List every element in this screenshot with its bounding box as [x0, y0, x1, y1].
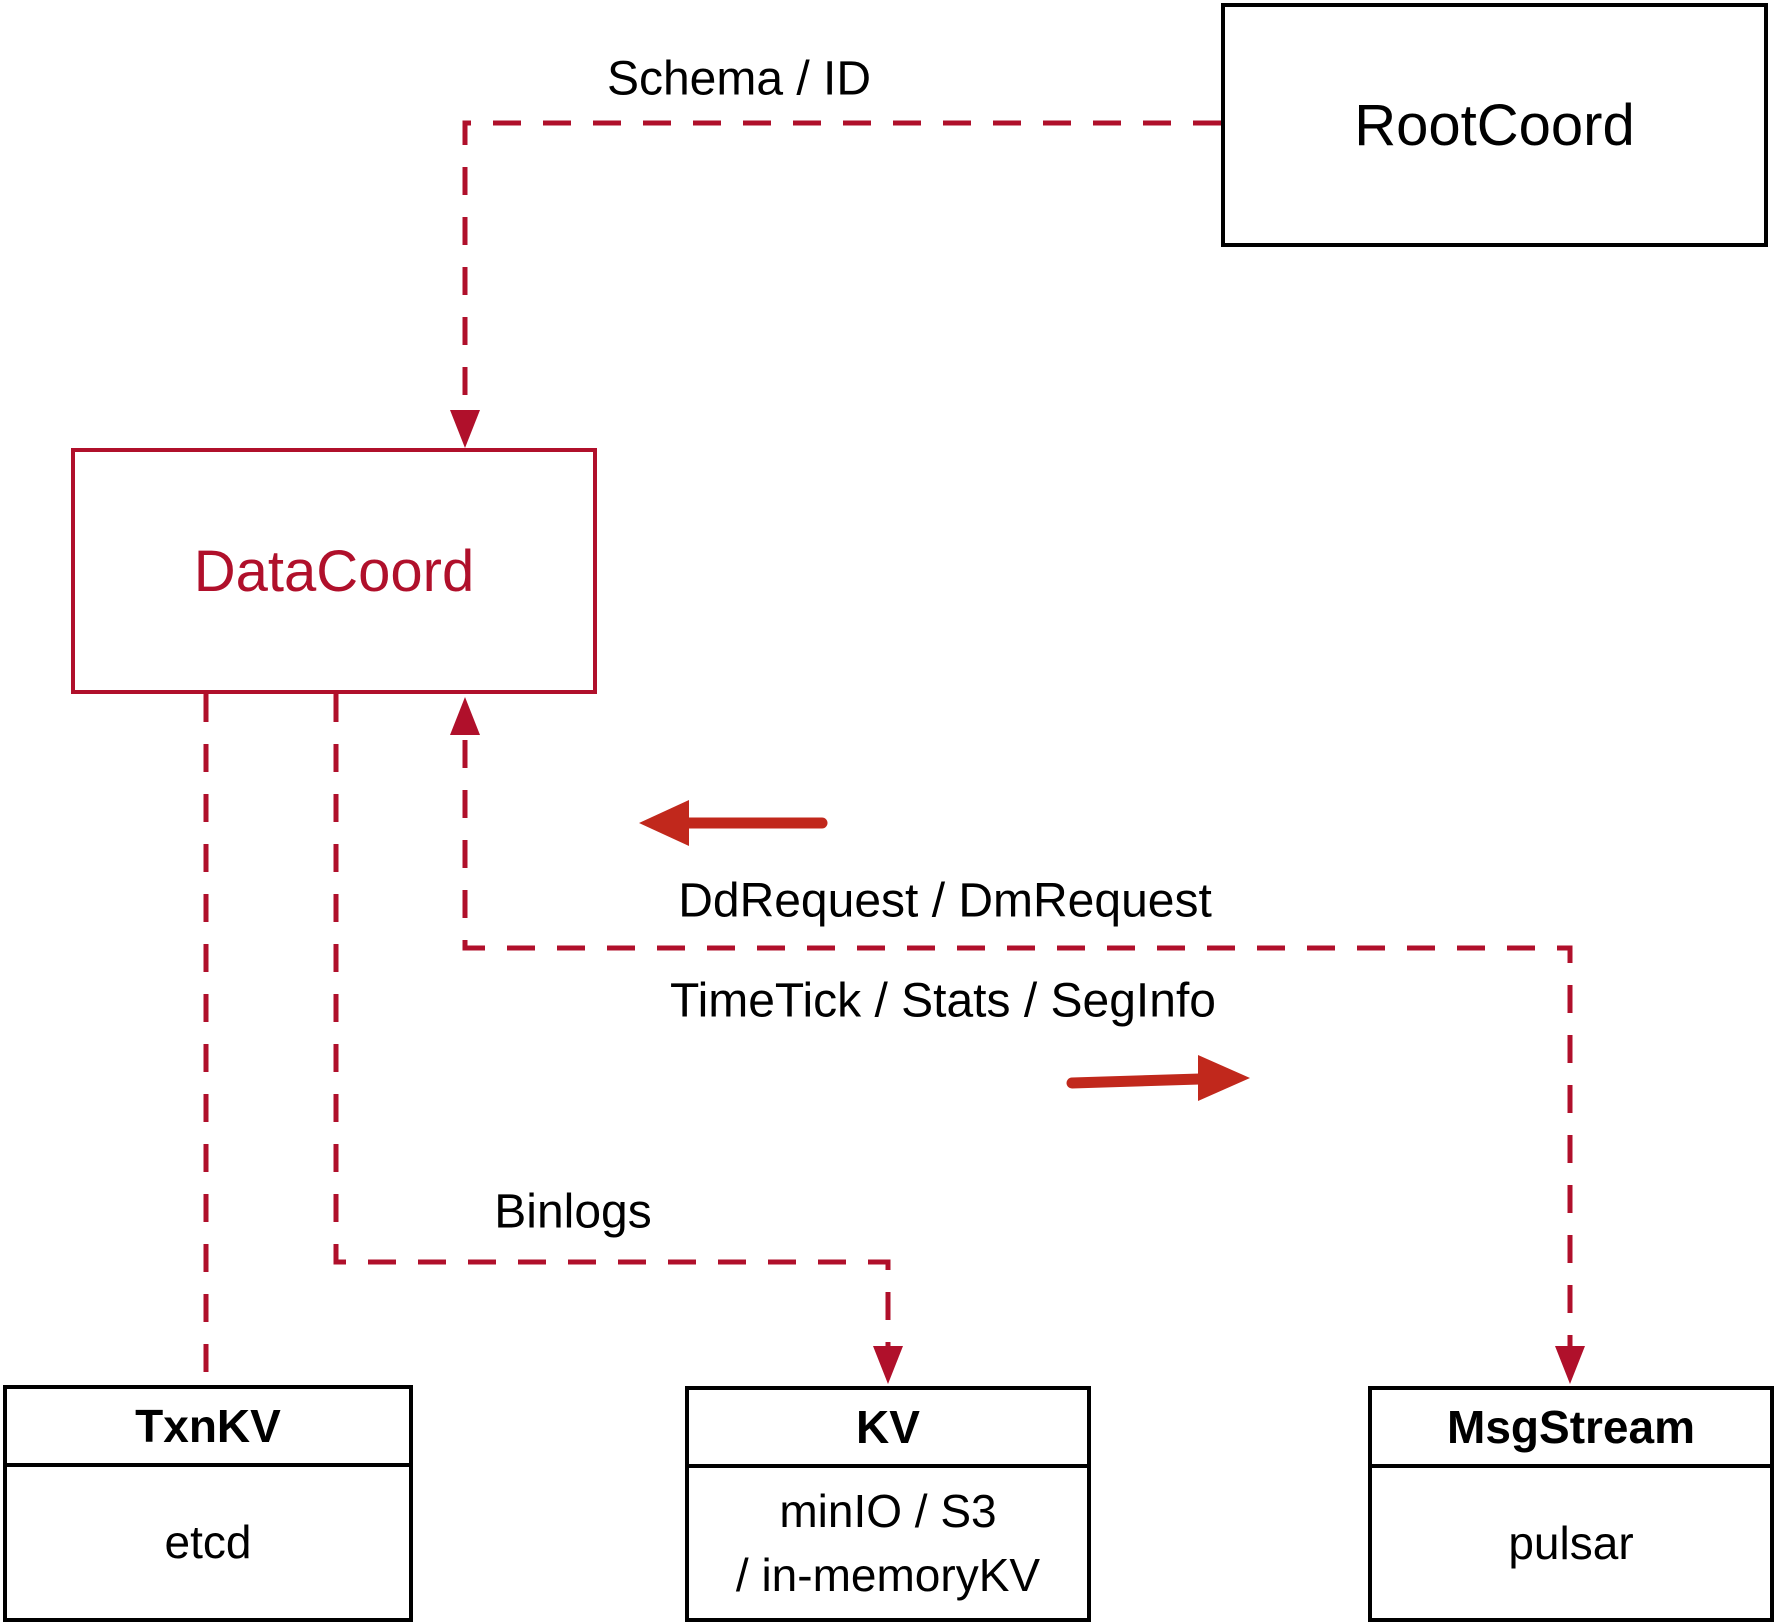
- edge-label-schema-id: Schema / ID: [606, 52, 872, 106]
- solid-arrow-right-icon: [1066, 1055, 1250, 1101]
- kv-body-line2: / in-memoryKV: [735, 1549, 1041, 1601]
- arrowhead-down-into-msgstream-icon: [1555, 1346, 1585, 1384]
- arrowhead-down-into-kv-icon: [873, 1346, 903, 1384]
- kv-title: KV: [689, 1390, 1087, 1468]
- kv-body-line1: minIO / S3: [779, 1484, 997, 1537]
- txnkv-box: TxnKV etcd: [3, 1385, 413, 1622]
- txnkv-body: etcd: [164, 1516, 252, 1569]
- rootcoord-label: RootCoord: [1354, 92, 1635, 158]
- edge-label-timetick-stats-seginfo: TimeTick / Stats / SegInfo: [670, 974, 1216, 1028]
- txnkv-title: TxnKV: [7, 1389, 409, 1467]
- kv-box: KV minIO / S3 / in-memoryKV: [685, 1386, 1091, 1622]
- edge-label-binlogs: Binlogs: [494, 1185, 652, 1239]
- edge-datacoord-to-msgstream: [462, 740, 1573, 1348]
- msgstream-body: pulsar: [1508, 1516, 1634, 1569]
- msgstream-box: MsgStream pulsar: [1368, 1386, 1774, 1622]
- arrowhead-down-into-datacoord-top-icon: [450, 410, 480, 448]
- arrowhead-up-into-datacoord-bottom-icon: [450, 697, 480, 735]
- datacoord-label: DataCoord: [193, 538, 475, 604]
- rootcoord-box: RootCoord: [1221, 3, 1768, 247]
- msgstream-title: MsgStream: [1372, 1390, 1770, 1468]
- edge-rootcoord-to-datacoord: [462, 120, 1221, 412]
- solid-arrow-left-icon: [639, 800, 828, 846]
- edge-label-ddrequest-dmrequest: DdRequest / DmRequest: [678, 874, 1212, 928]
- datacoord-box: DataCoord: [71, 448, 597, 694]
